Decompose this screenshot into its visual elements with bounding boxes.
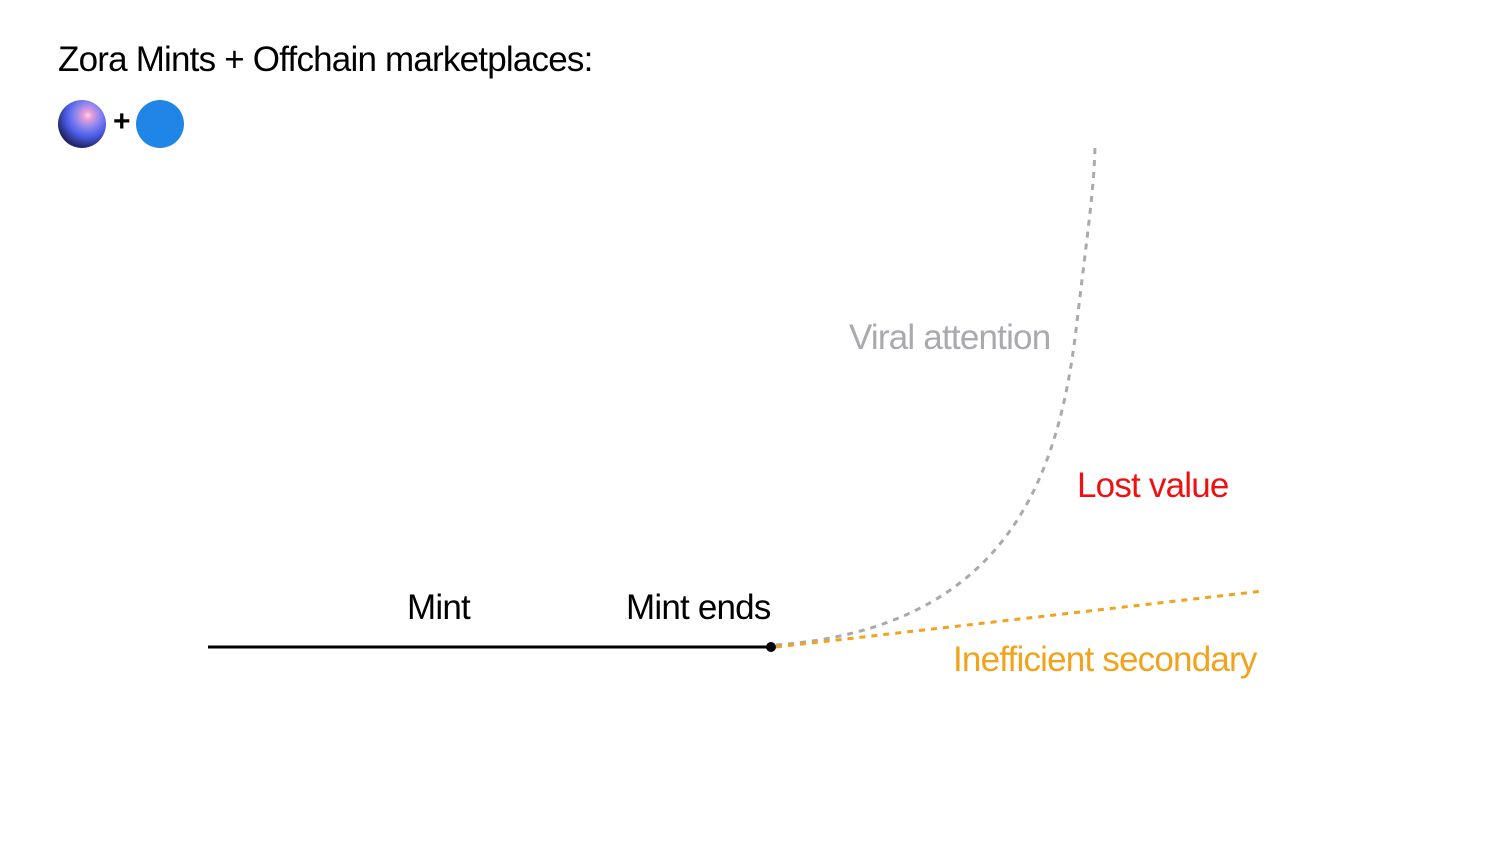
- viral-attention-curve: [775, 145, 1097, 647]
- logo-row: +: [58, 100, 184, 148]
- mint-ends-label: Mint ends: [626, 588, 771, 627]
- mint-end-point: [766, 642, 776, 652]
- lost-value-label: Lost value: [1077, 466, 1229, 505]
- blue-circle-icon: [135, 100, 184, 148]
- zora-orb-icon: [58, 100, 106, 148]
- viral-attention-label: Viral attention: [849, 318, 1051, 357]
- slide-title: Zora Mints + Offchain marketplaces:: [58, 40, 593, 79]
- plus-sign: +: [113, 105, 131, 138]
- inefficient-secondary-label: Inefficient secondary: [953, 640, 1257, 679]
- inefficient-secondary-line: [775, 589, 1264, 649]
- mint-label: Mint: [407, 588, 471, 627]
